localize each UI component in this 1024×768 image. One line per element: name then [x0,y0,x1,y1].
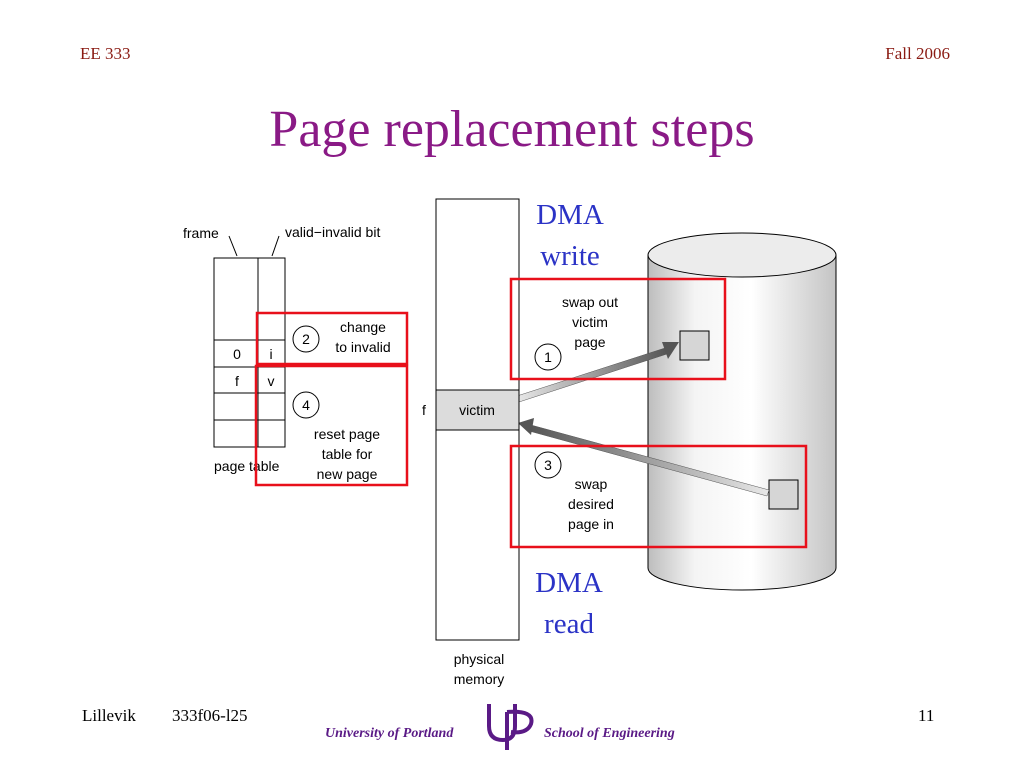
step3-text-line1: swap [575,476,608,492]
step1-highlight-box [509,277,727,381]
physical-memory-label-line2: memory [454,671,505,687]
frame-pointer-line [228,235,238,257]
victim-frame [435,389,520,431]
step2-circle [292,325,320,353]
step4-number: 4 [302,397,310,413]
backing-store-disk [647,232,837,591]
victim-page-on-disk [679,330,710,361]
victim-frame-label: victim [459,402,495,418]
slide-title: Page replacement steps [269,101,755,158]
step1-number: 1 [544,349,552,365]
page-table-entry-new-frame: f [235,373,239,389]
step2-text-line2: to invalid [335,339,390,355]
step3-text-line2: desired [568,496,614,512]
step2-number: 2 [302,331,310,347]
desired-page-on-disk [768,479,799,510]
physical-memory-label-line1: physical [454,651,505,667]
dma-write-label: DMA write [520,195,620,277]
page-table-label: page table [214,458,280,474]
page-table-frame-label: frame [183,225,219,241]
footer-school: School of Engineering [544,726,675,741]
step4-text-line1: reset page [314,426,380,442]
step1-circle [534,343,562,371]
footer-author: Lillevik [82,706,136,725]
swap-in-arrow [518,418,770,497]
footer-university: University of Portland [325,726,454,741]
page-table-valid-bit-label: valid−invalid bit [285,224,380,240]
step3-text-line3: page in [568,516,614,532]
page-table-entry-victim-frame: 0 [233,346,241,362]
step1-text-line3: page [574,334,605,350]
step1-text-line2: victim [572,314,608,330]
step3-highlight-box [509,444,808,549]
valid-bit-pointer-line [271,235,280,257]
step4-text-line2: table for [322,446,373,462]
dma-read-line2: read [544,608,594,640]
step4-circle [292,391,320,419]
dma-write-line1: DMA [536,199,604,231]
page-table [213,257,286,448]
term-label: Fall 2006 [885,44,950,63]
step4-highlight-box [254,364,409,487]
dma-read-line1: DMA [535,567,603,599]
page-table-entry-victim-bit: i [269,346,272,362]
dma-read-label: DMA read [519,563,619,645]
university-logo [487,704,534,750]
page-table-entry-new-bit: v [268,373,275,389]
footer-doc-id: 333f06-l25 [172,706,248,725]
step3-number: 3 [544,457,552,473]
dma-write-line2: write [540,240,600,272]
footer-page-number: 11 [918,706,935,725]
step1-text-line1: swap out [562,294,618,310]
step2-highlight-box [255,311,409,366]
step2-text-line1: change [340,319,386,335]
step4-text-line3: new page [317,466,378,482]
step3-circle [534,451,562,479]
course-label: EE 333 [80,44,131,63]
frame-f-label: f [422,402,426,418]
